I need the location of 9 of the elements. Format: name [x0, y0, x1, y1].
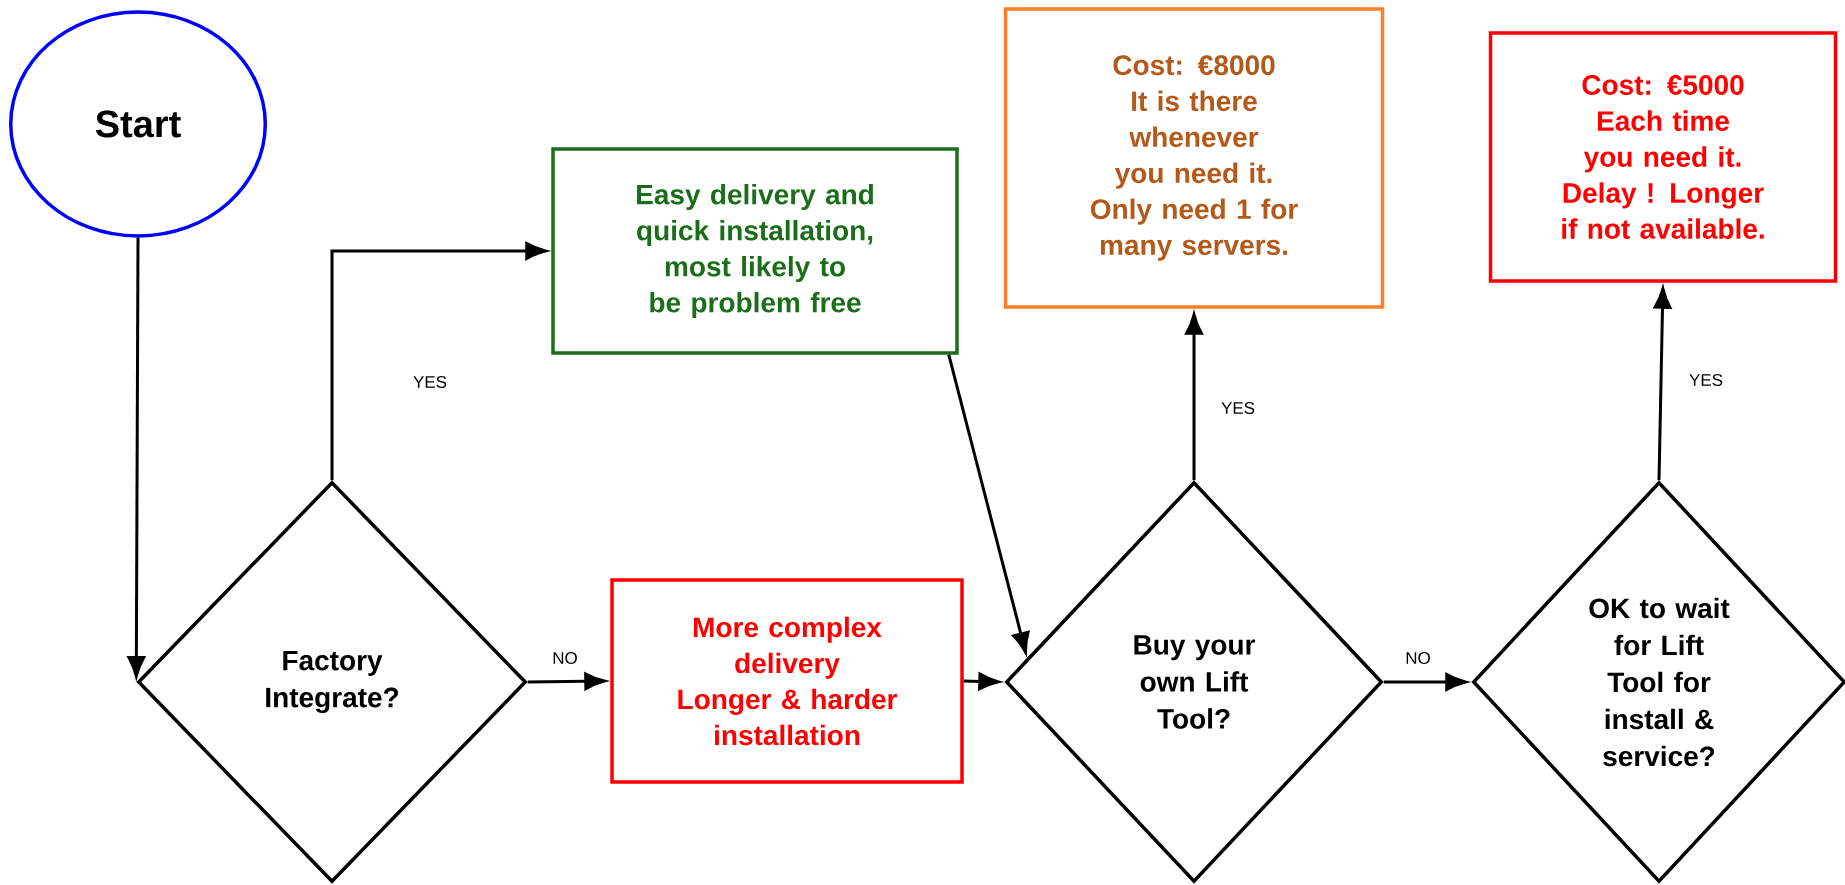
edge-label: YES — [1687, 372, 1725, 388]
edge-label: YES — [1219, 400, 1257, 416]
process-box: Easy delivery and quick installation, most likely to be problem free — [551, 147, 959, 355]
edge-label: NO — [550, 650, 580, 666]
edge-label: YES — [411, 374, 449, 390]
process-box: Cost: €8000 It is there whenever you need it. Only need 1 for many servers. — [1003, 7, 1385, 309]
process-box: More complex delivery Longer & harder installation — [610, 578, 964, 784]
edge-label: NO — [1403, 650, 1433, 666]
process-box: Cost: €5000 Each time you need it. Delay ! Longer if not available. — [1488, 31, 1838, 283]
